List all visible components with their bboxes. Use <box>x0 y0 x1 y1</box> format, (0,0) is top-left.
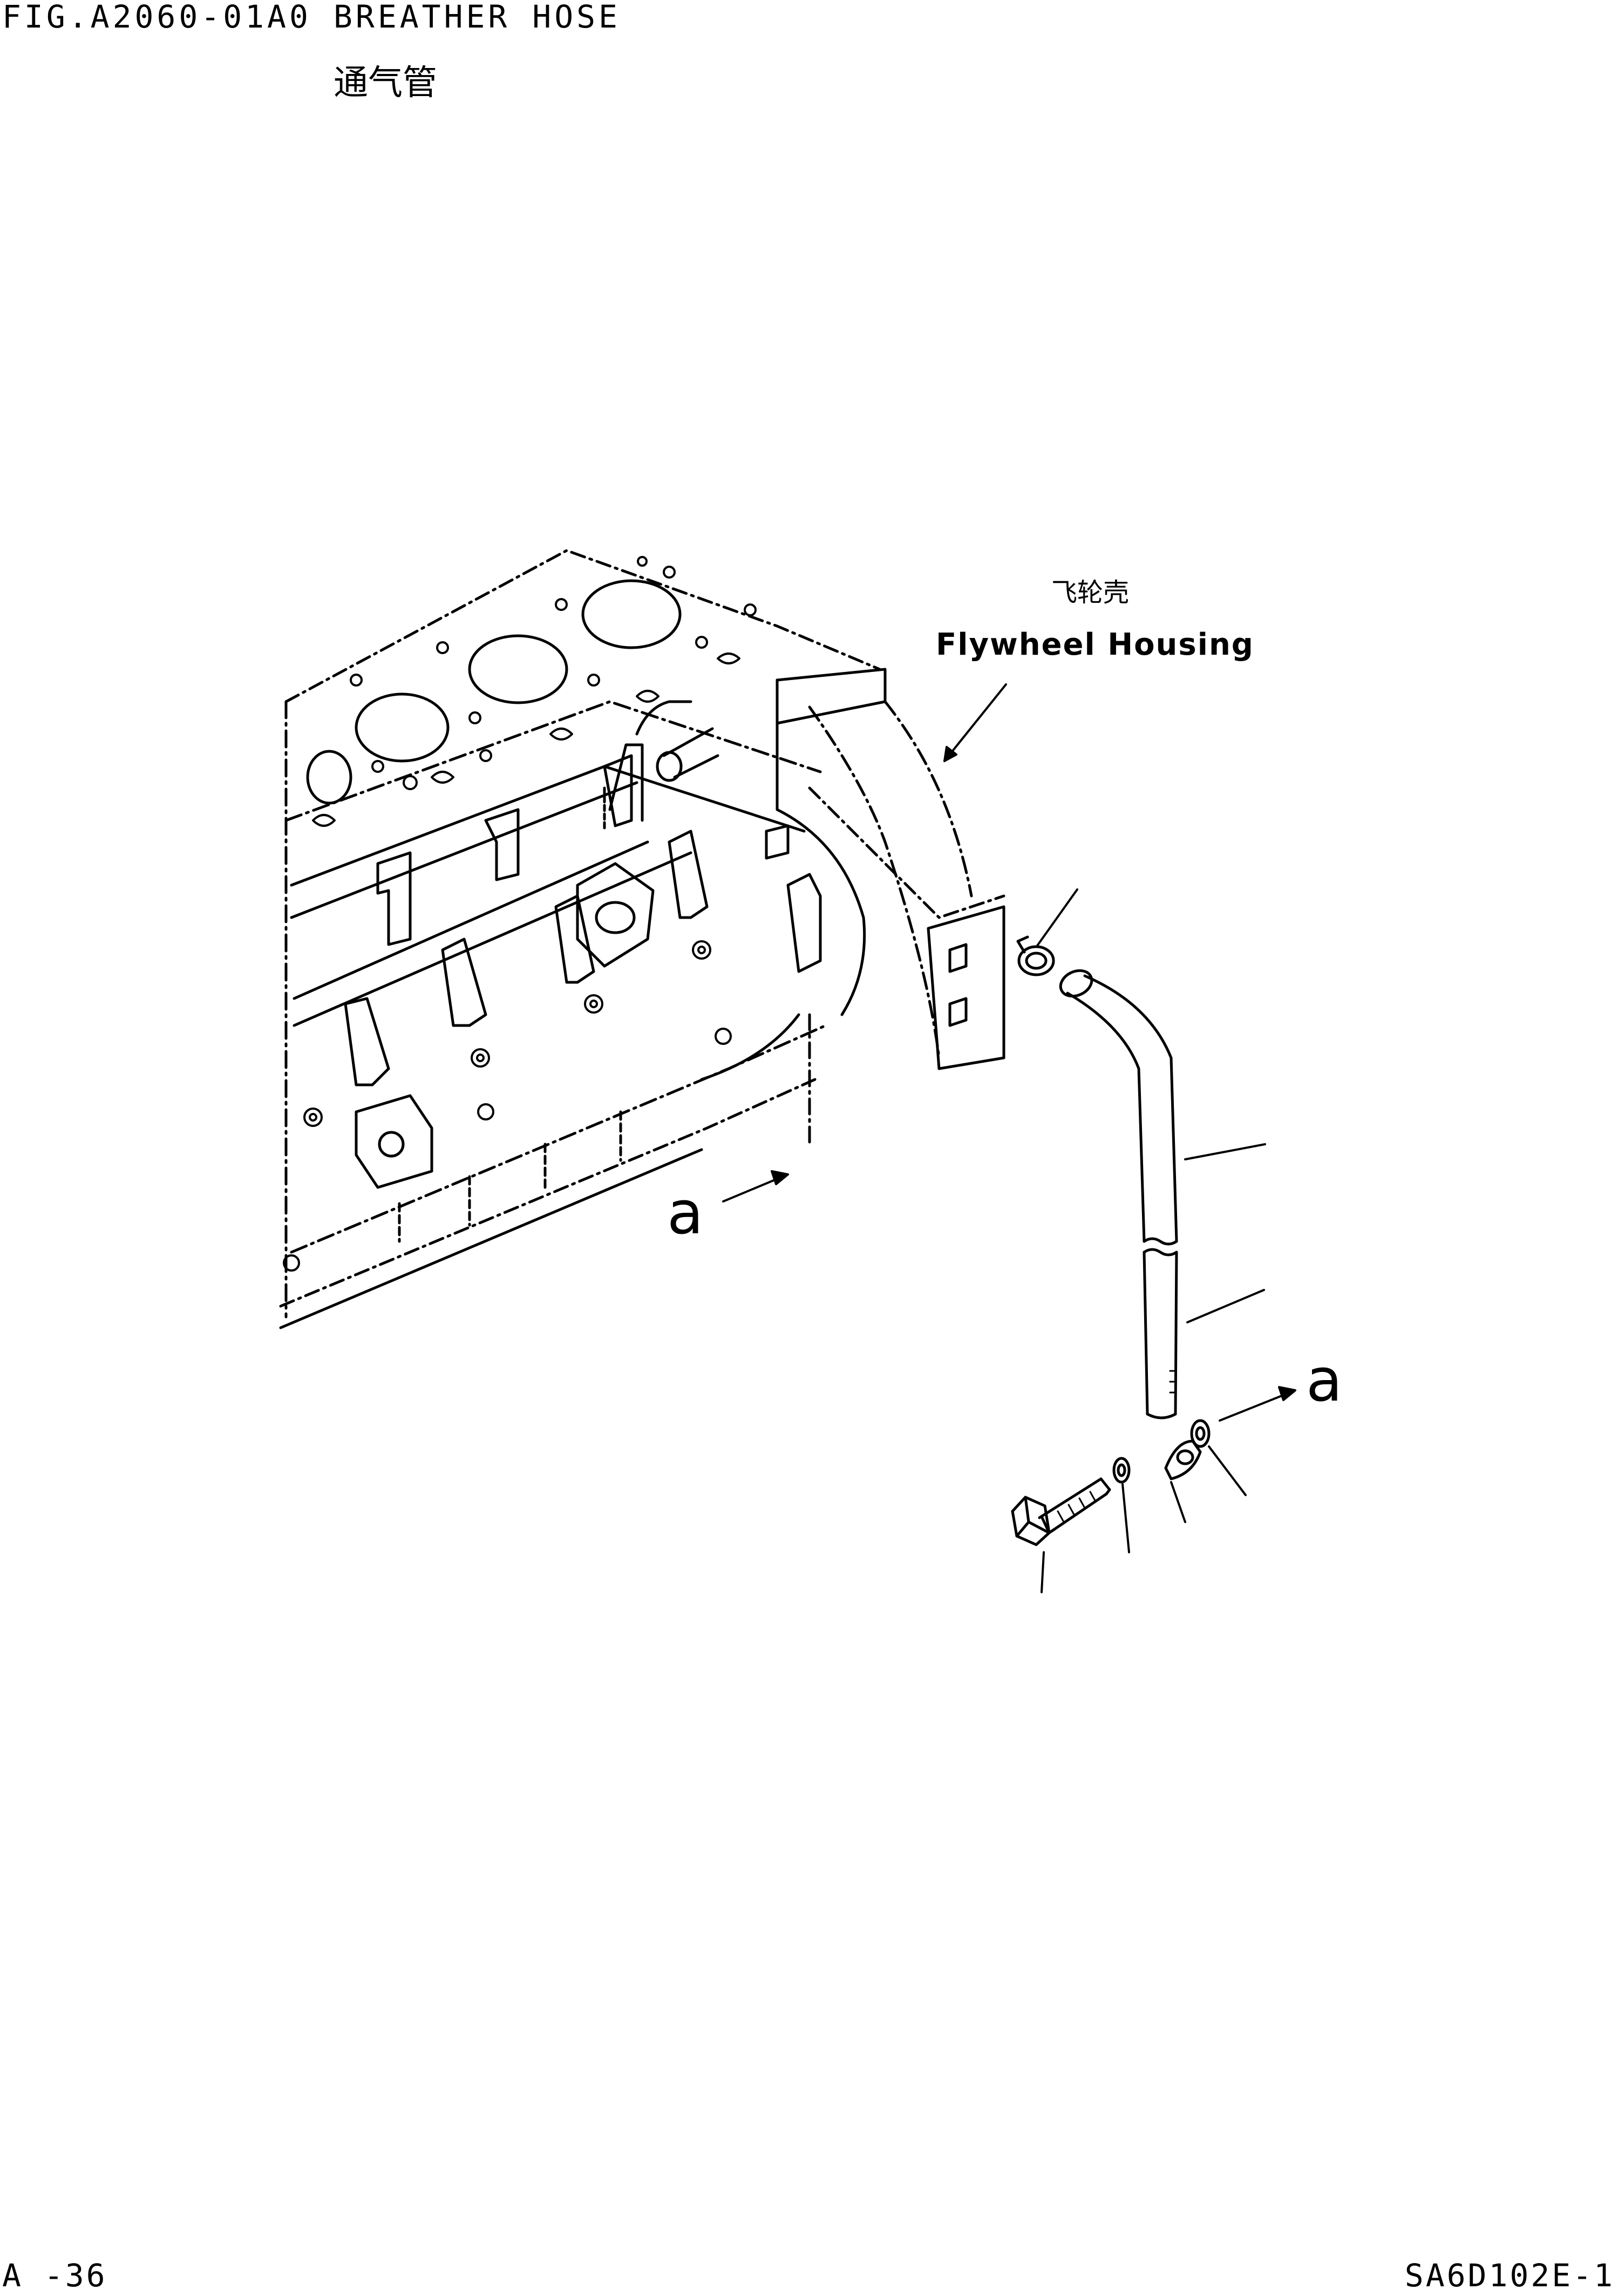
mounting-hardware <box>1011 1419 1211 1546</box>
cover-plate <box>355 1094 433 1189</box>
figure-title-chinese: 通气管 <box>334 63 437 103</box>
cylinder-bore <box>306 750 352 805</box>
figure-id: FIG.A2060-01A0 <box>2 0 311 35</box>
figure-title: BREATHER HOSE <box>334 0 621 35</box>
spacer-washer <box>1190 1419 1211 1448</box>
cylinder-bore <box>355 692 450 763</box>
leader-lines <box>722 683 1296 1593</box>
cylinder-bore <box>468 634 568 704</box>
cylinder-bore <box>581 579 682 649</box>
engine-block <box>279 549 881 1329</box>
hose-end <box>1059 969 1093 998</box>
cylinder-head-deck <box>284 549 881 703</box>
view-marker-right: a <box>1306 1346 1343 1415</box>
breather-hose-assembly <box>1016 935 1178 1419</box>
washer <box>1112 1457 1131 1484</box>
hose-clamp <box>1017 945 1055 976</box>
filter-mount <box>576 862 655 968</box>
flywheel-housing-label: Flywheel Housing <box>936 627 1254 662</box>
hose-clip <box>1164 1439 1202 1480</box>
housing-flange-arc <box>808 705 941 1059</box>
model-code: SA6D102E-1 <box>1404 2257 1615 2294</box>
flywheel-housing-leader <box>943 683 1007 762</box>
page-number: A -36 <box>2 2257 107 2294</box>
bolt <box>1038 1477 1108 1534</box>
flywheel-housing <box>700 668 1005 1146</box>
flywheel-housing-label-chinese: 飞轮壳 <box>1051 578 1130 608</box>
bolt-head <box>1011 1496 1051 1546</box>
breather-hose <box>1066 991 1146 1243</box>
view-marker-left: a <box>667 1178 704 1247</box>
breather-outlet-pipe <box>662 727 719 779</box>
